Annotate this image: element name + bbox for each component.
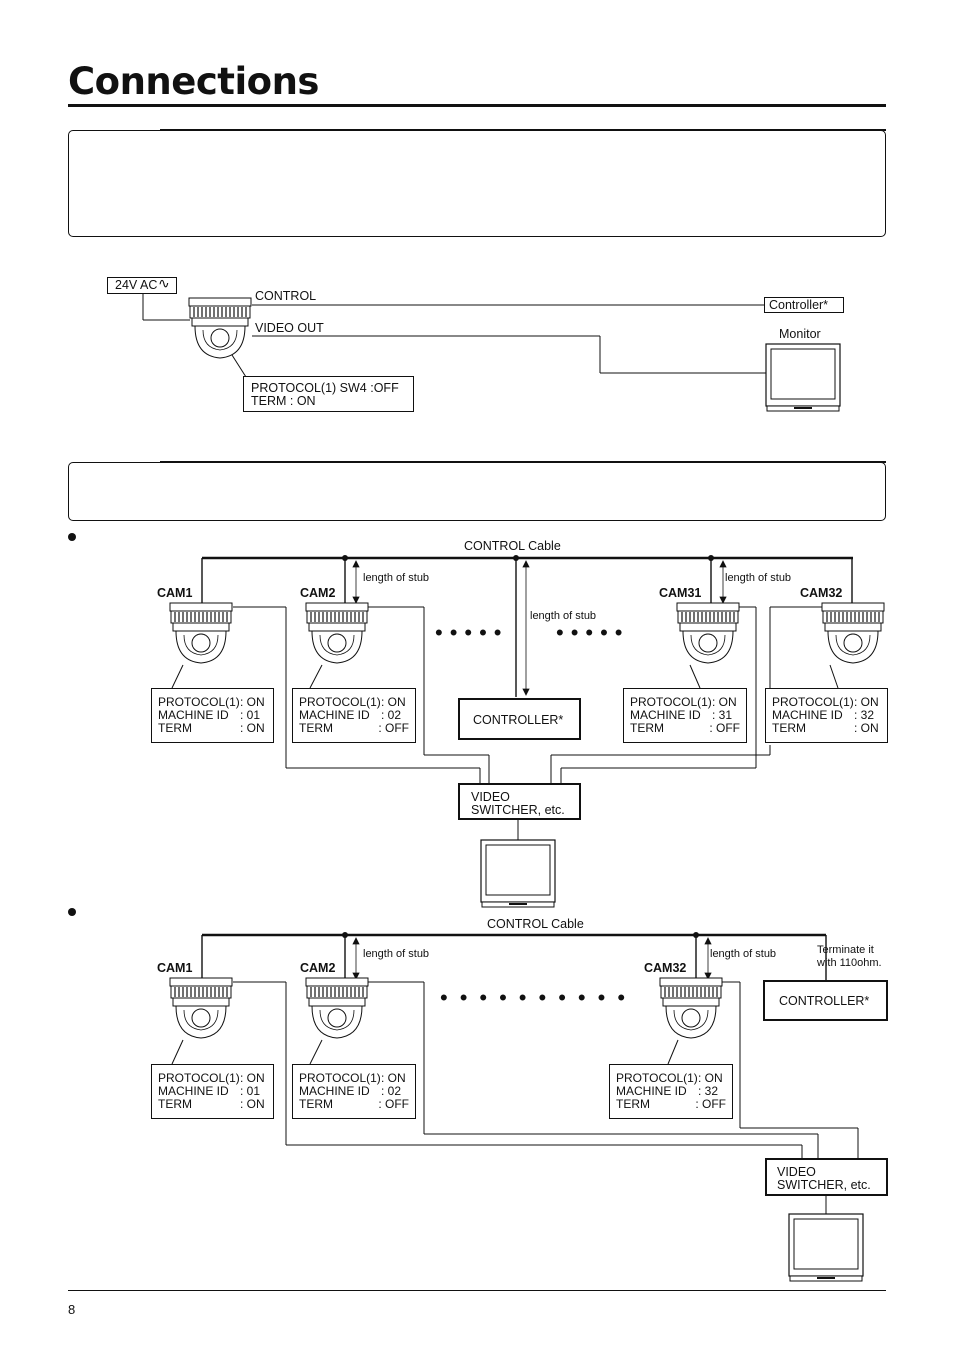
- camera-label: CAM31: [659, 586, 702, 600]
- setting-key: TERM: [772, 721, 806, 735]
- control-cable-label: CONTROL Cable: [464, 539, 561, 553]
- setting-key: MACHINE ID: [158, 708, 229, 722]
- setting-value: : OFF: [378, 1097, 409, 1111]
- page-title: Connections: [68, 60, 319, 103]
- camera-label: CAM1: [157, 961, 193, 975]
- setting-key: MACHINE ID: [158, 1084, 229, 1098]
- setting-value: : 32: [854, 708, 875, 722]
- setting-key: PROTOCOL(1): [158, 1071, 240, 1085]
- camera-settings-box: PROTOCOL(1): ON MACHINE ID : 01 TERM : ON: [151, 1064, 274, 1119]
- setting-value: : 01: [240, 1084, 261, 1098]
- camera-label: CAM2: [300, 586, 336, 600]
- setting-key: MACHINE ID: [299, 708, 370, 722]
- setting-value: : ON: [240, 1097, 265, 1111]
- title-rule: [68, 104, 886, 107]
- switcher-label: VIDEO: [471, 790, 510, 804]
- controller-label: Controller*: [769, 298, 829, 312]
- video-switcher-box: VIDEO SWITCHER, etc.: [458, 783, 581, 820]
- controller-label: CONTROLLER*: [473, 713, 564, 727]
- setting-key: TERM: [299, 721, 333, 735]
- setting-protocol: PROTOCOL(1) SW4 :OFF: [251, 381, 399, 395]
- setting-key: MACHINE ID: [299, 1084, 370, 1098]
- video-switcher-box: VIDEO SWITCHER, etc.: [765, 1158, 888, 1196]
- setting-value: : ON: [381, 695, 406, 709]
- note-box-middle-tab: [160, 461, 886, 463]
- controller-box: CONTROLLER*: [458, 698, 581, 740]
- setting-value: : 02: [381, 708, 402, 722]
- setting-value: : ON: [381, 1071, 406, 1085]
- ellipsis-dots: ••••••••••: [440, 985, 638, 1010]
- control-label: CONTROL: [255, 289, 317, 303]
- setting-key: PROTOCOL(1): [299, 695, 381, 709]
- setting-key: PROTOCOL(1): [630, 695, 712, 709]
- stub-label: length of stub: [725, 572, 792, 584]
- footer-rule: [68, 1290, 886, 1291]
- setting-value: : OFF: [709, 721, 740, 735]
- camera-settings-box: PROTOCOL(1): ON MACHINE ID : 01 TERM : ON: [151, 688, 274, 743]
- setting-key: TERM: [299, 1097, 333, 1111]
- camera-label: CAM32: [644, 961, 687, 975]
- control-cable-label: CONTROL Cable: [487, 917, 584, 931]
- controller-box: CONTROLLER*: [763, 980, 888, 1021]
- setting-value: : ON: [698, 1071, 723, 1085]
- camera-settings-box: PROTOCOL(1): ON MACHINE ID : 31 TERM : OFF: [623, 688, 747, 743]
- stub-label: length of stub: [363, 572, 430, 584]
- setting-value: : ON: [854, 721, 879, 735]
- stub-label: length of stub: [710, 948, 777, 960]
- terminate-note: with 110ohm.: [817, 957, 882, 969]
- setting-value: : ON: [240, 1071, 265, 1085]
- setting-value: : ON: [240, 695, 265, 709]
- setting-key: PROTOCOL(1): [299, 1071, 381, 1085]
- controller-box: Controller*: [764, 297, 844, 313]
- switcher-label: SWITCHER, etc.: [471, 803, 565, 817]
- ellipsis-dots: •••••: [556, 620, 630, 645]
- setting-key: MACHINE ID: [616, 1084, 687, 1098]
- stub-label: length of stub: [530, 610, 597, 622]
- setting-value: : 01: [240, 708, 261, 722]
- note-box-top-tab: [160, 129, 886, 131]
- power-label: 24V AC: [115, 278, 158, 292]
- switcher-label: SWITCHER, etc.: [777, 1178, 871, 1192]
- ellipsis-dots: •••••: [435, 620, 509, 645]
- setting-key: PROTOCOL(1): [772, 695, 854, 709]
- setting-value: : ON: [240, 721, 265, 735]
- camera-settings-box: PROTOCOL(1): ON MACHINE ID : 02 TERM : OFF: [292, 688, 416, 743]
- switcher-label: VIDEO: [777, 1165, 816, 1179]
- setting-value: : 31: [712, 708, 733, 722]
- setting-value: : 02: [381, 1084, 402, 1098]
- bullet-icon: [68, 533, 76, 541]
- setting-value: : ON: [854, 695, 879, 709]
- camera-label: CAM32: [800, 586, 843, 600]
- setting-key: TERM: [616, 1097, 650, 1111]
- setting-key: TERM: [158, 721, 192, 735]
- stub-label: length of stub: [363, 948, 430, 960]
- setting-value: : OFF: [695, 1097, 726, 1111]
- power-supply-box: 24V AC ∿: [107, 275, 177, 294]
- monitor-label: Monitor: [779, 327, 821, 341]
- camera-settings-box: PROTOCOL(1): ON MACHINE ID : 32 TERM : OFF: [609, 1064, 733, 1119]
- single-settings-box: PROTOCOL(1) SW4 :OFF TERM : ON: [243, 376, 414, 412]
- setting-key: TERM: [630, 721, 664, 735]
- setting-value: : ON: [712, 695, 737, 709]
- setting-key: MACHINE ID: [772, 708, 843, 722]
- camera-settings-box: PROTOCOL(1): ON MACHINE ID : 32 TERM : ON: [765, 688, 888, 743]
- page-number: 8: [68, 1302, 76, 1317]
- setting-term: TERM : ON: [251, 394, 316, 408]
- setting-key: TERM: [158, 1097, 192, 1111]
- terminate-note: Terminate it: [817, 944, 874, 956]
- ac-wave-icon: ∿: [158, 275, 170, 291]
- camera-label: CAM2: [300, 961, 336, 975]
- video-out-label: VIDEO OUT: [255, 321, 324, 335]
- setting-key: PROTOCOL(1): [158, 695, 240, 709]
- camera-settings-box: PROTOCOL(1): ON MACHINE ID : 02 TERM : OFF: [292, 1064, 416, 1119]
- setting-key: PROTOCOL(1): [616, 1071, 698, 1085]
- setting-value: : 32: [698, 1084, 719, 1098]
- bullet-icon: [68, 908, 76, 916]
- controller-label: CONTROLLER*: [779, 994, 870, 1008]
- setting-key: MACHINE ID: [630, 708, 701, 722]
- setting-value: : OFF: [378, 721, 409, 735]
- camera-label: CAM1: [157, 586, 193, 600]
